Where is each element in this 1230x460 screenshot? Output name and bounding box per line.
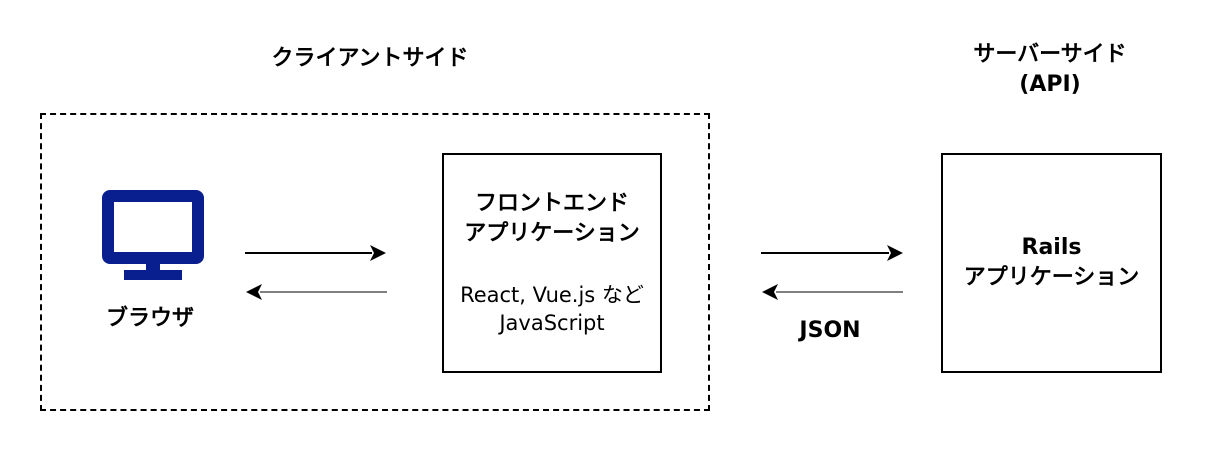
browser-label: ブラウザ: [105, 306, 194, 331]
arrow-rails-to-frontend: [762, 284, 903, 300]
rails-title-line2: アプリケーション: [963, 265, 1140, 290]
frontend-subtext: React, Vue.js など JavaScript: [444, 281, 660, 337]
monitor-icon: [102, 190, 204, 280]
json-label: JSON: [799, 318, 861, 343]
monitor-neck: [146, 262, 160, 272]
frontend-title: フロントエンド アプリケーション: [444, 189, 660, 249]
rails-title: Rails アプリケーション: [943, 233, 1160, 293]
server-side-label: サーバーサイド (API): [930, 40, 1170, 100]
client-side-area: [40, 113, 710, 411]
arrow-frontend-to-rails-head: [887, 245, 903, 261]
frontend-title-line2: アプリケーション: [464, 221, 640, 246]
server-side-label-line1: サーバーサイド: [973, 42, 1127, 67]
rails-app-box: Rails アプリケーション: [941, 153, 1162, 373]
frontend-title-line1: フロントエンド: [474, 191, 629, 216]
arrow-frontend-to-browser-head: [246, 284, 262, 300]
frontend-sub-line1: React, Vue.js など: [460, 283, 644, 307]
arrow-rails-to-frontend-head: [762, 284, 778, 300]
monitor-screen: [102, 190, 204, 264]
rails-title-line1: Rails: [1021, 235, 1082, 260]
arrow-browser-to-frontend-head: [370, 245, 386, 261]
client-side-label: クライアントサイド: [271, 46, 469, 71]
frontend-sub-line2: JavaScript: [499, 311, 605, 335]
arrow-frontend-to-browser: [246, 284, 387, 300]
arrow-browser-to-frontend: [245, 245, 386, 261]
monitor-base: [124, 270, 182, 280]
server-side-label-line2: (API): [1019, 72, 1081, 97]
arrow-frontend-to-rails: [761, 245, 903, 261]
frontend-app-box: フロントエンド アプリケーション React, Vue.js など JavaSc…: [442, 153, 662, 373]
